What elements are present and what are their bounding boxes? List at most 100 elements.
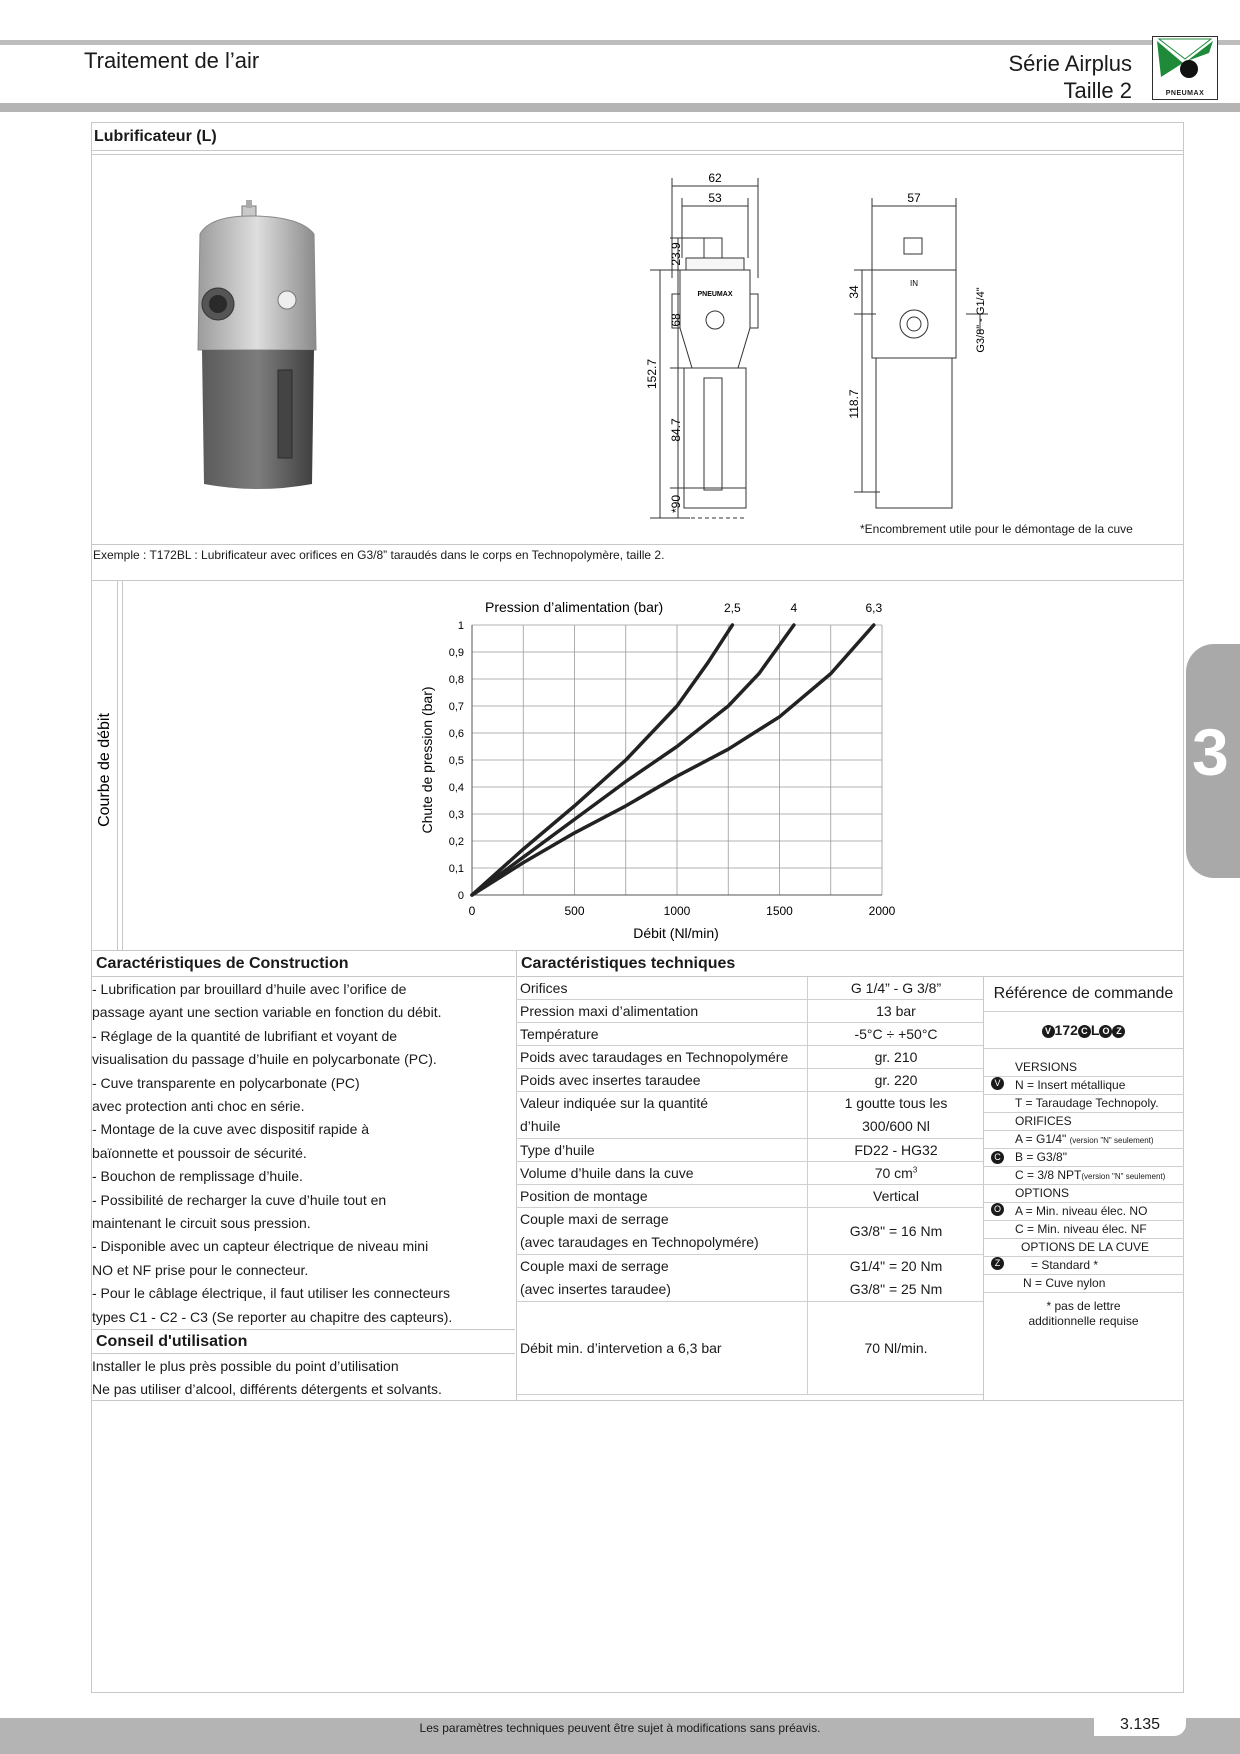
code-mid: 172: [1054, 1022, 1078, 1038]
spec-label: Couple maxi de serrage(avec insertes tar…: [516, 1254, 808, 1302]
logo-mark-icon: [1157, 38, 1213, 78]
reference-note: * pas de lettre additionnelle requise: [983, 1299, 1184, 1329]
construction-line: avec protection anti choc en série.: [92, 1098, 305, 1115]
table-row: Température-5°C ÷ +50°C: [516, 1022, 984, 1046]
table-row: Couple maxi de serrage(avec insertes tar…: [516, 1254, 984, 1302]
dimension-drawing: 62 53 57 PNEUMAX IN 23.9 68 152.7 84.7 *…: [645, 171, 988, 519]
flow-curve-label: Courbe de débit: [96, 713, 113, 827]
orifices-c: C = 3/8 NPT(version "N" seulement): [983, 1167, 1184, 1185]
versions-head: VERSIONS: [983, 1059, 1184, 1077]
construction-line: - Disponible avec un capteur électrique …: [92, 1238, 429, 1255]
spec-label: Position de montage: [516, 1184, 808, 1208]
spec-label-line: Valeur indiquée sur la quantité: [520, 1095, 709, 1111]
footer-bar: [0, 1718, 1240, 1754]
code-badge-c: C: [1077, 1024, 1091, 1038]
port-size-label: G3/8" - G1/4": [975, 287, 987, 352]
chapter-tab[interactable]: 3: [1186, 644, 1240, 878]
dim-152-7: 152.7: [645, 359, 659, 389]
orifices-badge: C: [991, 1151, 1004, 1164]
content-frame: [91, 122, 1184, 1693]
spec-value: Vertical: [807, 1184, 984, 1208]
series-line-1: [470, 623, 796, 897]
spec-label: Couple maxi de serrage(avec taraudages e…: [516, 1207, 808, 1255]
dim-23-9: 23.9: [669, 242, 683, 266]
options-head: OPTIONS: [983, 1185, 1184, 1203]
y-tick-label: 0,5: [449, 755, 464, 767]
rule: [91, 580, 1184, 581]
x-tick-label: 1000: [664, 904, 691, 918]
dim-68: 68: [669, 313, 683, 327]
volume-value: 70 cm: [874, 1165, 913, 1181]
orifices-a-note: (version "N" seulement): [1069, 1136, 1154, 1145]
y-tick-label: 0,3: [449, 809, 464, 821]
y-tick-label: 0,4: [449, 782, 464, 794]
page-number: 3.135: [1094, 1714, 1186, 1736]
rule: [91, 976, 515, 977]
construction-line: - Lubrification par brouillard d’huile a…: [92, 981, 407, 997]
construction-line: visualisation du passage d’huile en poly…: [92, 1051, 437, 1068]
rule: [91, 1329, 515, 1330]
rule: [122, 580, 123, 950]
spec-value: -5°C ÷ +50°C: [807, 1022, 984, 1046]
series-label-2: 6,3: [865, 601, 882, 615]
drawing-brand: PNEUMAX: [697, 291, 732, 298]
spec-value-line: G3/8" = 25 Nm: [849, 1281, 943, 1297]
cuve-n: N = Cuve nylon: [983, 1275, 1184, 1293]
construction-line: - Bouchon de remplissage d’huile.: [92, 1168, 303, 1185]
rule: [91, 544, 1184, 545]
versions-badge: V: [991, 1077, 1004, 1090]
rule: [91, 1353, 515, 1354]
chart-legend-title: Pression d’alimentation (bar): [485, 599, 663, 615]
orifices-c-note: (version "N" seulement): [1081, 1172, 1166, 1181]
encombrement-note: *Encombrement utile pour le démontage de…: [860, 522, 1133, 536]
construction-line: - Réglage de la quantité de lubrifiant e…: [92, 1027, 398, 1044]
spec-label: Débit min. d’intervetion a 6,3 bar: [516, 1301, 808, 1395]
dim-62: 62: [708, 171, 722, 185]
dim-118-7: 118.7: [847, 389, 861, 418]
x-tick-label: 500: [564, 904, 584, 918]
spec-label-line: Couple maxi de serrage: [520, 1211, 669, 1227]
spec-value: 70 Nl/min.: [807, 1301, 984, 1395]
code-badge-v: V: [1041, 1024, 1055, 1038]
y-tick-label: 0: [458, 890, 464, 902]
code-l: L: [1090, 1022, 1100, 1038]
y-tick-label: 0,7: [449, 701, 464, 713]
dim-57: 57: [907, 191, 921, 205]
spec-label: Température: [516, 1022, 808, 1046]
chart-grid: [471, 624, 883, 896]
spec-value-line: 300/600 Nl: [862, 1118, 930, 1134]
volume-unit: 3: [912, 1165, 918, 1175]
series-label-1: 4: [791, 601, 798, 615]
usage-title: Conseil d'utilisation: [96, 1333, 248, 1350]
dim-34: 34: [847, 285, 861, 299]
product-photo: [197, 200, 317, 489]
spec-label: Valeur indiquée sur la quantité d’huile: [516, 1091, 808, 1139]
construction-line: maintenant le circuit sous pression.: [92, 1215, 311, 1232]
versions-t: T = Taraudage Technopoly.: [983, 1095, 1184, 1113]
spec-label-line: d’huile: [520, 1118, 561, 1134]
construction-line: - Montage de la cuve avec dispositif rap…: [92, 1121, 370, 1138]
construction-line: baïonnette et poussoir de sécurité.: [92, 1144, 307, 1161]
rule: [91, 950, 1184, 951]
usage-list: Installer le plus près possible du point…: [92, 1355, 512, 1402]
cuve-head: OPTIONS DE LA CUVE: [983, 1239, 1184, 1257]
usage-line: Installer le plus près possible du point…: [92, 1358, 399, 1374]
spec-label-line: (avec insertes taraudee): [520, 1281, 671, 1297]
y-tick-label: 0,8: [449, 674, 464, 686]
series-line-0: [470, 623, 735, 897]
series-line-2: [470, 623, 876, 897]
spec-value: G3/8" = 16 Nm: [807, 1207, 984, 1255]
rule: [91, 154, 1184, 155]
construction-list: - Lubrification par brouillard d’huile a…: [92, 978, 512, 1329]
spec-label: Type d’huile: [516, 1138, 808, 1162]
usage-line: Ne pas utiliser d’alcool, différents dét…: [92, 1381, 442, 1398]
